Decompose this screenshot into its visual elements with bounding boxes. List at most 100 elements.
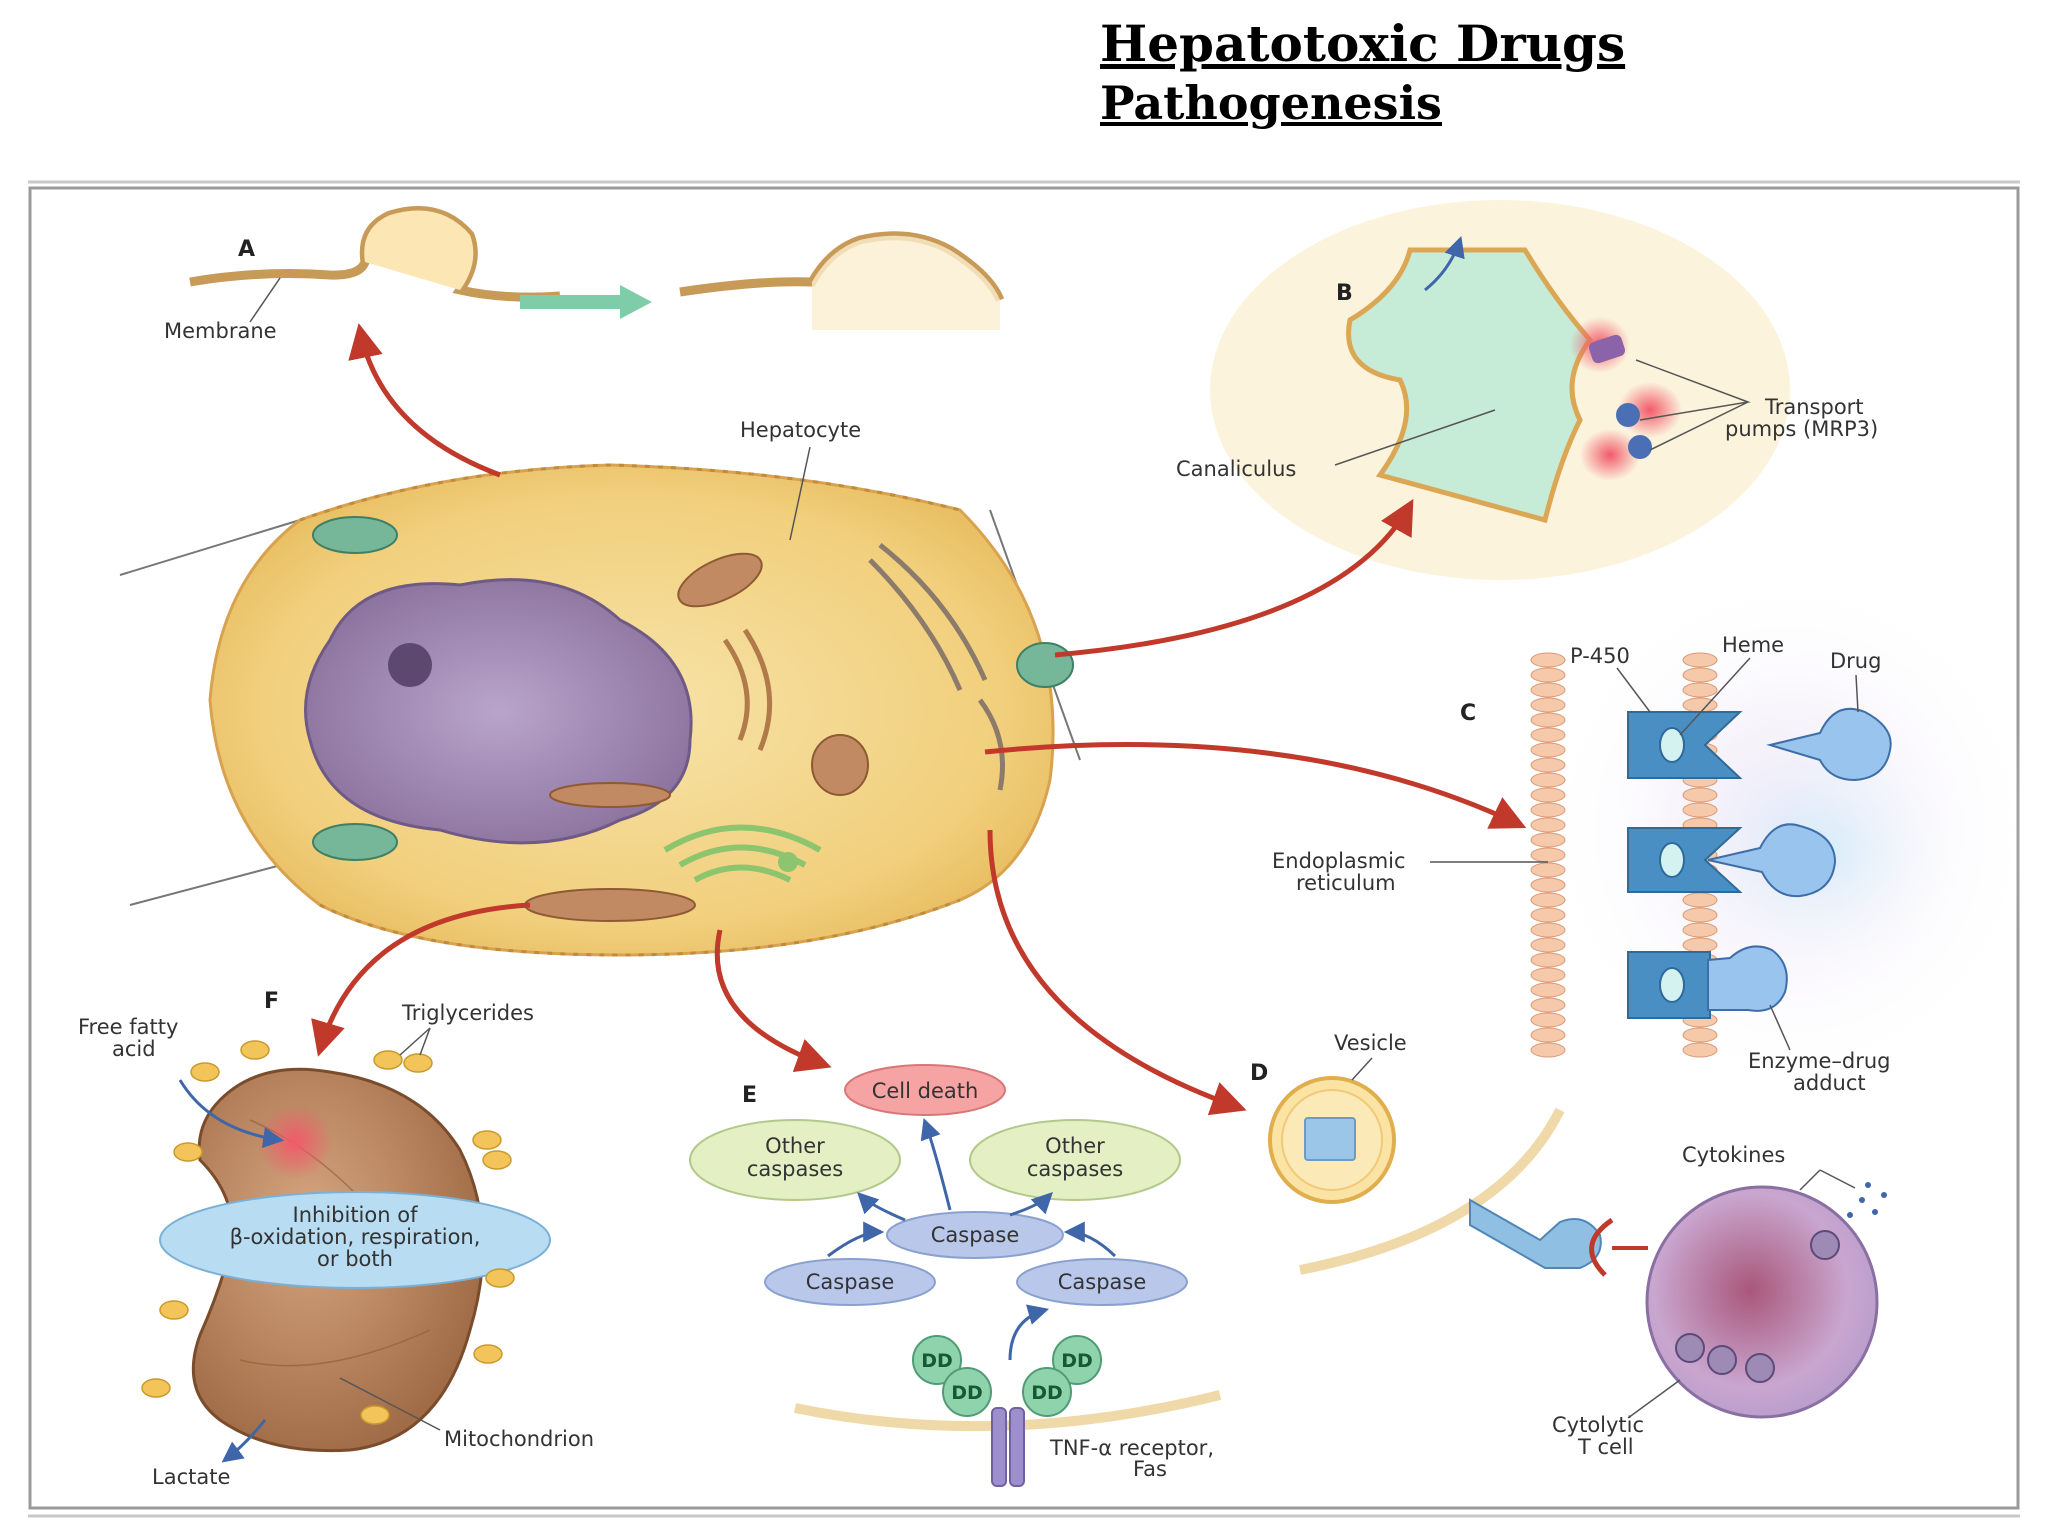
panel-label-b: B (1336, 281, 1353, 306)
cell-death-label: Cell death (872, 1079, 979, 1103)
panel-c-p450 (1530, 652, 1892, 1058)
canaliculus-label: Canaliculus (1176, 457, 1296, 481)
panel-b-canaliculus (1346, 236, 1682, 524)
transition-arrow (620, 285, 652, 319)
lipid-head (1530, 742, 1566, 758)
panel-e-apoptosis (689, 1064, 1222, 1487)
er-label-line1: Endoplasmic (1272, 849, 1406, 873)
tcell-label-line2: T cell (1577, 1435, 1634, 1459)
lactate-label: Lactate (152, 1465, 230, 1489)
caspase-central-label: Caspase (931, 1223, 1020, 1247)
lipid-head (1530, 937, 1566, 953)
transport-pump-1 (1588, 334, 1626, 364)
ffa-label-line1: Free fatty (78, 1015, 178, 1039)
ffa-label-line2: acid (112, 1037, 156, 1061)
page-title: Hepatotoxic Drugs (1100, 14, 1626, 73)
cell-death-node (844, 1064, 1006, 1116)
ffa-hotspot (257, 1104, 333, 1180)
other-caspases-right (969, 1119, 1181, 1201)
lipid-head (1682, 907, 1718, 923)
lipid-head (1530, 877, 1566, 893)
caspase-left-label: Caspase (806, 1270, 895, 1294)
page-subtitle: Pathogenesis (1100, 76, 1442, 130)
tnf-label-line1: TNF-α receptor, (1049, 1436, 1214, 1460)
caspase-central (886, 1211, 1064, 1259)
lipid-head (1530, 892, 1566, 908)
tnf-receptor-right (1009, 1407, 1025, 1487)
adduct-label-line1: Enzyme–drug (1748, 1049, 1891, 1073)
lipid-head (1530, 907, 1566, 923)
nucleolus (388, 643, 432, 687)
lipid-head (1530, 1042, 1566, 1058)
panel-a-membrane (189, 206, 1005, 330)
panel-label-f: F (264, 989, 279, 1014)
lipid-head (1682, 667, 1718, 683)
dd-domain-3: DD (951, 1382, 983, 1404)
dd-domain-4: DD (1031, 1382, 1063, 1404)
drug-molecule (1766, 707, 1892, 782)
er-label-line2: reticulum (1296, 871, 1396, 895)
vesicle-label: Vesicle (1334, 1031, 1407, 1055)
p450-label: P-450 (1570, 644, 1630, 668)
panel-label-c: C (1460, 701, 1476, 726)
other-caspases-left-line2: caspases (747, 1157, 843, 1181)
panel-label-d: D (1250, 1061, 1268, 1086)
caspase-left (764, 1258, 936, 1306)
lipid-head (1682, 802, 1718, 818)
lipid-head (1530, 817, 1566, 833)
lipid-head (1530, 1027, 1566, 1043)
hepatocyte-cell (119, 463, 1081, 957)
lipid-head (1530, 982, 1566, 998)
dd-domain-1: DD (921, 1350, 953, 1372)
lipid-head (1682, 937, 1718, 953)
lipid-head (1530, 922, 1566, 938)
other-caspases-left (689, 1119, 901, 1201)
lipid-head (1682, 682, 1718, 698)
adduct-label-line2: adduct (1793, 1071, 1866, 1095)
drug-label: Drug (1830, 649, 1881, 673)
panel-d-immune (1268, 1076, 1887, 1419)
hepatocyte-label: Hepatocyte (740, 418, 861, 442)
lipid-head (1530, 667, 1566, 683)
caspase-right (1016, 1258, 1188, 1306)
triglycerides-label: Triglycerides (401, 1001, 534, 1025)
inhibition-box (159, 1191, 551, 1289)
tnf-label-line2: Fas (1133, 1457, 1167, 1481)
membrane-label: Membrane (164, 319, 277, 343)
inhibition-line2: β-oxidation, respiration, (230, 1225, 481, 1249)
lipid-droplets (141, 1040, 515, 1425)
lipid-head (1530, 697, 1566, 713)
transport-pump-2 (1616, 403, 1640, 427)
lipid-head (1530, 832, 1566, 848)
tcr-receptor (1469, 1198, 1602, 1269)
panel-f-mitochondrion (141, 1040, 551, 1463)
panel-label-a: A (238, 237, 255, 262)
er-membrane-left (1530, 652, 1566, 1058)
other-caspases-right-line1: Other (1045, 1134, 1105, 1158)
lipid-head (1530, 802, 1566, 818)
lipid-head (1530, 787, 1566, 803)
lipid-head (1682, 922, 1718, 938)
other-caspases-left-line1: Other (765, 1134, 825, 1158)
other-caspases-right-line2: caspases (1027, 1157, 1123, 1181)
lipid-head (1530, 952, 1566, 968)
pathway-arrows (311, 323, 1527, 1116)
lipid-head (1530, 997, 1566, 1013)
lipid-head (1530, 712, 1566, 728)
panel-label-e: E (742, 1083, 757, 1108)
transport-label-line2: pumps (MRP3) (1725, 417, 1878, 441)
mitochondrion-label: Mitochondrion (444, 1427, 594, 1451)
heme-label: Heme (1722, 633, 1784, 657)
lipid-head (1682, 1027, 1718, 1043)
caspase-right-label: Caspase (1058, 1270, 1147, 1294)
lipid-head (1530, 967, 1566, 983)
transport-label-line1: Transport (1764, 395, 1864, 419)
lipid-head (1530, 652, 1566, 668)
cytokines-label: Cytokines (1682, 1143, 1785, 1167)
lipid-head (1682, 787, 1718, 803)
lipid-head (1530, 862, 1566, 878)
heme-1 (1659, 727, 1685, 763)
transport-pump-3 (1628, 435, 1652, 459)
lipid-head (1682, 892, 1718, 908)
